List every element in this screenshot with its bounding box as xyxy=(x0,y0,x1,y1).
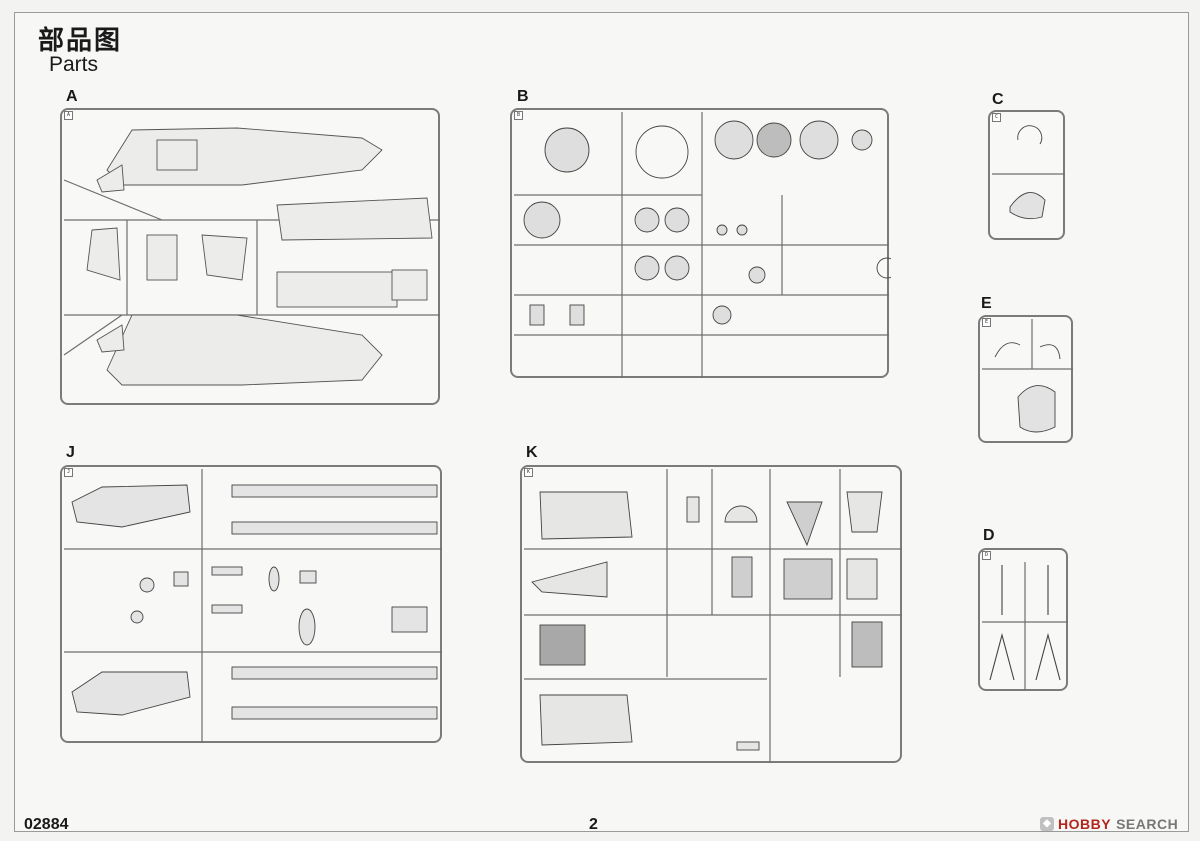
sprue-b-letter: B xyxy=(517,88,529,105)
sprue-e-drawing xyxy=(982,319,1073,433)
title-chinese: 部品图 xyxy=(38,26,123,56)
sprue-c: C xyxy=(988,110,1065,240)
sprue-d: D xyxy=(978,548,1068,691)
sprue-k-drawing xyxy=(524,469,902,763)
sprue-a: A xyxy=(60,108,440,405)
sprue-a-tag: A xyxy=(64,111,74,120)
sprue-k: K xyxy=(520,465,902,763)
watermark-suffix: SEARCH xyxy=(1116,816,1179,832)
sprue-a-letter: A xyxy=(66,88,78,105)
sprue-c-letter: C xyxy=(992,91,1004,108)
sprue-e-letter: E xyxy=(981,295,992,312)
sprue-e: E xyxy=(978,315,1073,443)
sprue-c-tag: C xyxy=(992,113,1002,122)
sprue-j-tag: J xyxy=(64,468,74,477)
sprue-e-tag: E xyxy=(982,318,992,327)
sprue-c-drawing xyxy=(992,125,1065,220)
sprue-d-drawing xyxy=(982,562,1068,690)
sprue-a-drawing xyxy=(63,127,440,386)
sprue-d-tag: D xyxy=(982,551,992,560)
sprue-k-tag: K xyxy=(524,468,534,477)
sprue-b: B xyxy=(510,108,891,378)
sprue-j: J xyxy=(60,465,442,743)
sprue-b-tag: B xyxy=(514,111,524,120)
title-english: Parts xyxy=(49,53,99,76)
sprue-k-letter: K xyxy=(526,444,538,461)
page-number: 2 xyxy=(589,816,598,833)
kit-number: 02884 xyxy=(24,816,69,833)
hobbysearch-logo-icon: ◆ xyxy=(1040,817,1054,831)
sprue-b-drawing xyxy=(514,112,891,378)
sprue-d-letter: D xyxy=(983,527,995,544)
watermark: ◆ HOBBY SEARCH xyxy=(1040,815,1178,833)
sprue-j-drawing xyxy=(64,469,442,743)
sprue-j-letter: J xyxy=(66,444,75,461)
watermark-brand: HOBBY xyxy=(1058,816,1112,832)
